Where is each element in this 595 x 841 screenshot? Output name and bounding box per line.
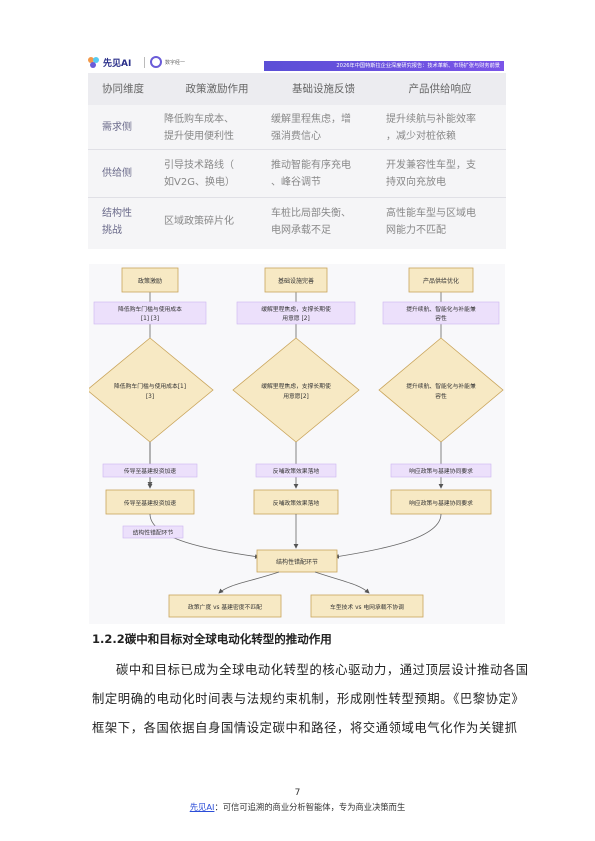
- node-label: 降低购车门槛与使用成本[1]: [114, 382, 186, 390]
- node-product-supply: [408, 267, 474, 293]
- node-label: 缓解里程焦虑，支撑长期使: [261, 382, 331, 390]
- page-footer: 先见AI：可信可追溯的商业分析智能体，专为商业决策而生: [0, 801, 595, 813]
- node-bottom: [253, 489, 339, 515]
- paragraph-line: 碳中和目标已成为全球电动化转型的核心驱动力，通过顶层设计推动各国: [116, 663, 529, 677]
- row-label: 需求侧: [102, 122, 132, 133]
- row-label: 结构性挑战: [102, 208, 132, 236]
- edge-label-box: [255, 463, 337, 478]
- logo-mark-icon: [88, 57, 100, 68]
- node-label: 政策广度 vs 基建密度不匹配: [188, 603, 262, 611]
- table-cell: 区域政策碎片化: [164, 216, 234, 227]
- node-label: 提升续航、智能化与补能兼: [406, 382, 476, 390]
- edge-label-box: [382, 301, 500, 325]
- flow-column-product: 产品供给优化 提升续航、智能化与补能兼 容性 提升续航、智能化与补能兼 容性 响…: [378, 267, 504, 515]
- coordination-table: 协同维度 政策激励作用 基础设施反馈 产品供给响应 需求侧 降低购车成本、提升使…: [88, 73, 506, 249]
- row-divider: [88, 149, 506, 150]
- node-label: 基础设施完善: [278, 277, 314, 285]
- footer-brand-link[interactable]: 先见AI: [189, 802, 215, 812]
- partner-logo: 数字经一: [150, 56, 185, 68]
- node-label: 产品供给优化: [423, 277, 459, 285]
- node-infrastructure: [264, 267, 328, 293]
- decision-node: [89, 337, 214, 443]
- edge-label: 响应政策与基建协同要求: [409, 467, 473, 475]
- node-outcome: [168, 594, 282, 618]
- table-cell: 推动智能有序充电、峰谷调节: [271, 160, 351, 188]
- synergy-flowchart: 政策激励 降低购车门槛与使用成本 [1] [3] 降低购车门槛与使用成本[1] …: [89, 264, 505, 624]
- report-title-bar: 2026年中国特斯拉企业深度研究报告：技术革新、市场扩张与财务前景: [264, 61, 504, 71]
- flow-arrow: [334, 513, 442, 559]
- page-number: 7: [294, 788, 301, 798]
- edge-label-box: [122, 525, 184, 539]
- table-cell: 引导技术路线（如V2G、换电）: [164, 160, 235, 188]
- flowchart-canvas: 政策激励 降低购车门槛与使用成本 [1] [3] 降低购车门槛与使用成本[1] …: [89, 267, 504, 618]
- paragraph-line: 制定明确的电动化时间表与法规约束机制，形成刚性转型预期。《巴黎协定》: [92, 692, 525, 706]
- edge-label: 用意愿 [2]: [282, 314, 309, 322]
- node-bottom: [390, 489, 492, 515]
- node-label: 响应政策与基建协同要求: [409, 499, 473, 507]
- edge-label-box: [390, 463, 492, 478]
- edge-label: [1] [3]: [141, 316, 159, 322]
- section-heading: 1.2.2碳中和目标对全球电动化转型的推动作用: [92, 632, 332, 646]
- edge-label-box: [102, 463, 198, 478]
- table-header-cell: 政策激励作用: [185, 83, 249, 95]
- logo-divider: [144, 57, 145, 68]
- table-cell: 缓解里程焦虑，增强消费信心: [271, 114, 351, 142]
- node-bottom: [105, 489, 195, 515]
- table-header-cell: 产品供给响应: [408, 83, 472, 95]
- table-cell: 开发兼容性车型，支持双向充放电: [386, 160, 476, 188]
- edge-label: 提升续航、智能化与补能兼: [406, 305, 476, 313]
- node-label: 用意愿[2]: [283, 392, 309, 400]
- edge-label-box: [93, 301, 207, 325]
- row-label: 供给侧: [102, 168, 132, 179]
- node-label: 车型技术 vs 电网承载不协调: [330, 603, 404, 611]
- table-cell: 降低购车成本、提升使用便利性: [164, 114, 234, 142]
- table-cell: 车桩比局部失衡、电网承载不足: [271, 208, 351, 236]
- node-label: 反哺政策效果落地: [273, 499, 320, 507]
- merge-section: 结构性错配环节 结构性错配环节 政策广度 vs 基建密度不匹配 车型技术 vs …: [122, 513, 442, 618]
- node-label: 容性: [435, 392, 447, 400]
- footer-tagline: ：可信可追溯的商业分析智能体，专为商业决策而生: [214, 802, 406, 812]
- edge-label: 降低购车门槛与使用成本: [118, 305, 182, 313]
- flow-column-infrastructure: 基础设施完善 缓解里程焦虑，支撑长期使 用意愿 [2] 缓解里程焦虑，支撑长期使…: [232, 267, 360, 515]
- node-label: 结构性错配环节: [276, 558, 318, 566]
- partner-logo-icon: [150, 56, 162, 68]
- edge-label: 结构性错配环节: [133, 529, 174, 537]
- edge-label: 容性: [435, 314, 447, 322]
- table-cell: 提升续航与补能效率，减少对桩依赖: [386, 114, 476, 142]
- flow-arrow: [314, 571, 370, 594]
- flow-column-policy: 政策激励 降低购车门槛与使用成本 [1] [3] 降低购车门槛与使用成本[1] …: [89, 267, 214, 515]
- node-outcome: [310, 594, 424, 618]
- node-label: [3]: [146, 394, 154, 400]
- page-header: 先见AI 数字经一 2026年中国特斯拉企业深度研究报告：技术革新、市场扩张与财…: [88, 54, 504, 72]
- node-policy-incentive: [121, 267, 179, 293]
- table-header-row: [88, 73, 506, 105]
- node-structural-mismatch: [256, 549, 338, 573]
- decision-node: [378, 337, 504, 443]
- flow-arrow: [149, 513, 260, 559]
- row-divider: [88, 197, 506, 198]
- table-cell: 高性能车型与区域电网能力不匹配: [386, 208, 476, 236]
- xianjian-logo: 先见AI: [88, 56, 131, 69]
- edge-label: 传导至基建投资加速: [124, 467, 176, 475]
- brand-left: 先见AI: [103, 59, 132, 69]
- brand-right: 数字经一: [165, 59, 186, 66]
- node-label: 传导至基建投资加速: [124, 499, 176, 507]
- edge-label: 反哺政策效果落地: [273, 467, 320, 475]
- table-header-cell: 基础设施反馈: [292, 83, 355, 95]
- flow-arrow: [218, 571, 280, 594]
- edge-label-box: [236, 301, 356, 325]
- decision-node: [232, 337, 360, 443]
- table-header-cell: 协同维度: [102, 83, 144, 95]
- edge-label: 缓解里程焦虑，支撑长期使: [261, 305, 331, 313]
- paragraph-line: 框架下，各国依据自身国情设定碳中和路径，将交通领域电气化作为关键抓: [92, 721, 518, 735]
- node-label: 政策激励: [138, 277, 162, 285]
